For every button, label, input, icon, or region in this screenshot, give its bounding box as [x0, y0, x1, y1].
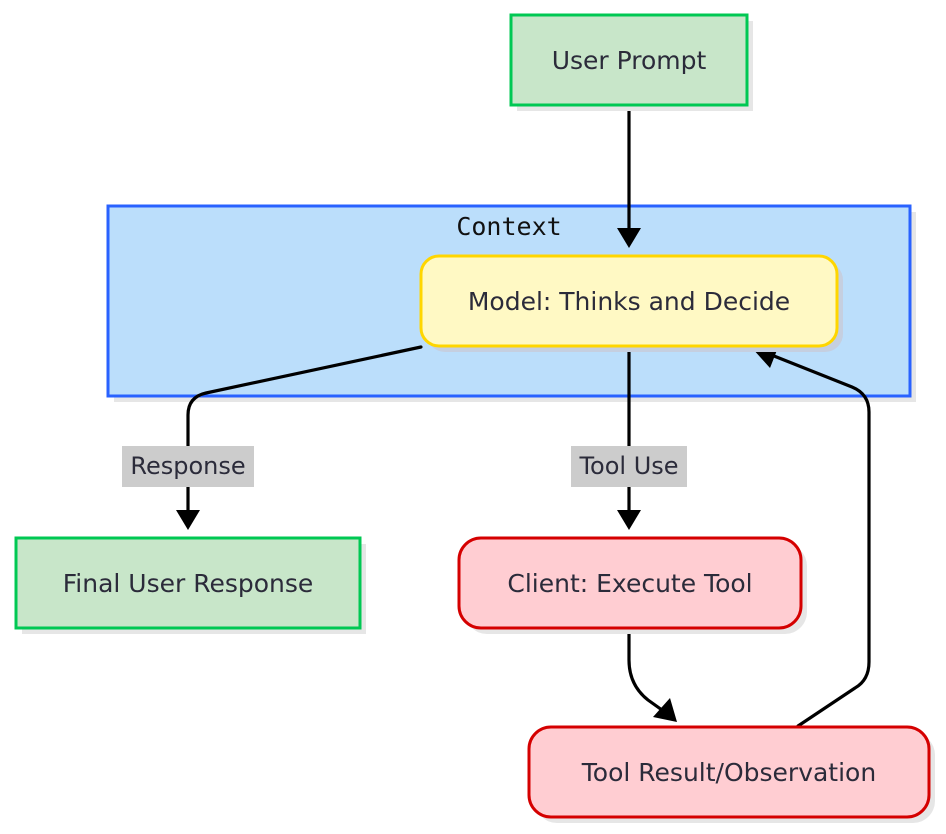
node-tool-result-box [527, 725, 931, 819]
node-tool-result-label: Tool Result/Observation [581, 758, 876, 787]
node-user-prompt-label: User Prompt [552, 46, 707, 75]
edge-model-to-final-response [186, 345, 423, 512]
arrowhead-model-to-execute-tool [617, 510, 641, 530]
node-tool-result[interactable]: Tool Result/Observation [527, 725, 935, 823]
node-model[interactable]: Model: Thinks and Decide [419, 254, 843, 352]
edge-label-tool-use: Tool Use [571, 446, 687, 487]
node-execute-tool[interactable]: Client: Execute Tool [457, 536, 807, 634]
node-execute-tool-label: Client: Execute Tool [507, 569, 752, 598]
node-model-box [419, 254, 839, 348]
edge-tool-result-to-model [772, 354, 871, 728]
node-execute-tool-box [457, 536, 803, 630]
node-final-user-response-label: Final User Response [63, 569, 314, 598]
arrowhead-execute-tool-to-tool-result [653, 698, 677, 722]
edge-label-response: Response [122, 446, 254, 487]
node-final-user-response[interactable]: Final User Response [14, 536, 366, 634]
context-cluster-label: Context [456, 212, 561, 241]
arrowhead-model-to-final-response [176, 510, 200, 530]
node-user-prompt[interactable]: User Prompt [509, 13, 753, 111]
node-model-label: Model: Thinks and Decide [468, 287, 790, 316]
edge-label-tool-use-bg [571, 446, 687, 487]
edge-label-tool-use-text: Tool Use [578, 452, 678, 480]
edges [176, 104, 871, 728]
edge-execute-tool-to-tool-result [627, 626, 664, 712]
node-final-user-response-box [14, 536, 362, 630]
edge-label-response-bg [122, 446, 254, 487]
arrowhead-user-prompt-to-model [617, 228, 641, 248]
edge-label-response-text: Response [130, 452, 245, 480]
node-user-prompt-box [509, 13, 749, 107]
